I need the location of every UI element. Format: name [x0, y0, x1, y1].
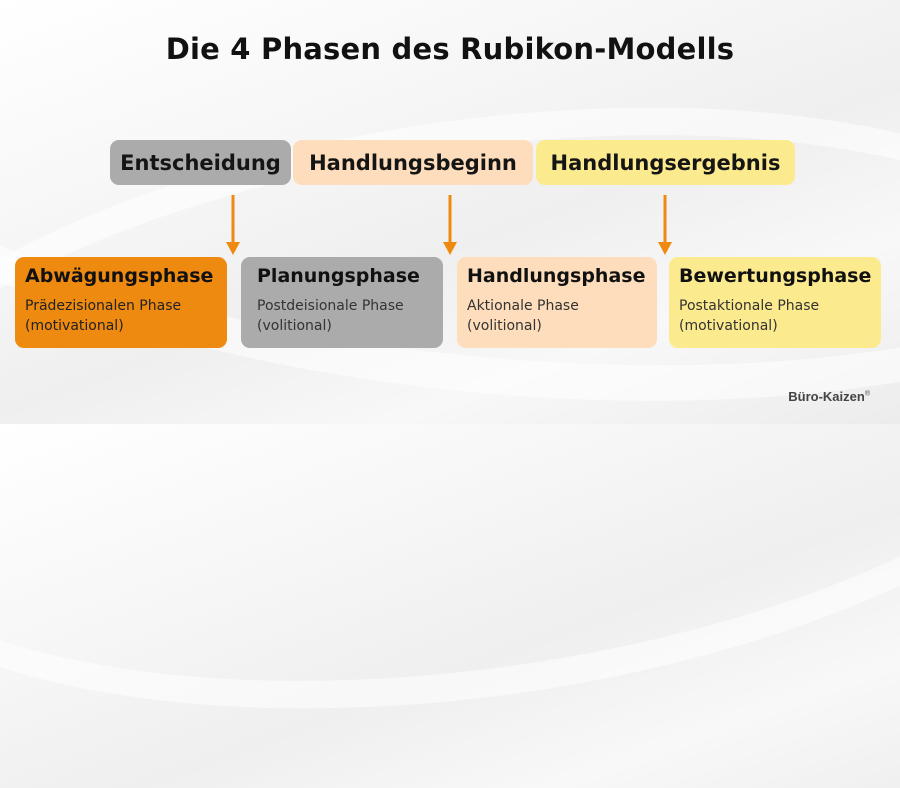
- phase-card-abwaegung: Abwägungsphase Prädezisionalen Phase (mo…: [15, 257, 227, 348]
- phase-name: Planungsphase: [257, 265, 420, 287]
- phase-type: (motivational): [25, 318, 124, 334]
- phase-card-handlung: Handlungsphase Aktionale Phase (volition…: [457, 257, 657, 348]
- phase-name: Handlungsphase: [467, 265, 646, 287]
- phase-name: Bewertungsphase: [679, 265, 872, 287]
- phase-description: Postaktionale Phase: [679, 298, 820, 314]
- phase-description: Prädezisionalen Phase: [25, 298, 182, 314]
- phase-type: (volitional): [257, 318, 332, 334]
- phase-card-bewertung: Bewertungsphase Postaktionale Phase (mot…: [669, 257, 881, 348]
- brand-logo: Büro-Kaizen®: [788, 389, 870, 404]
- transition-label: Handlungsergebnis: [550, 150, 781, 175]
- phase-type: (volitional): [467, 318, 542, 334]
- brand-name: Büro-Kaizen: [788, 389, 865, 404]
- down-arrow-icon: [443, 195, 457, 255]
- transition-entscheidung: Entscheidung: [110, 140, 291, 185]
- transition-label: Entscheidung: [120, 150, 281, 175]
- transition-handlungsbeginn: Handlungsbeginn: [293, 140, 533, 185]
- down-arrow-icon: [658, 195, 672, 255]
- phase-type: (motivational): [679, 318, 778, 334]
- phase-description: Aktionale Phase: [467, 298, 579, 314]
- down-arrow-icon: [226, 195, 240, 255]
- phase-card-planung: Planungsphase Postdeisionale Phase (voli…: [241, 257, 443, 348]
- transition-handlungsergebnis: Handlungsergebnis: [536, 140, 795, 185]
- transition-label: Handlungsbeginn: [309, 150, 517, 175]
- registered-mark: ®: [864, 390, 870, 398]
- phase-description: Postdeisionale Phase: [257, 298, 404, 314]
- phase-name: Abwägungsphase: [25, 265, 214, 287]
- diagram-title: Die 4 Phasen des Rubikon-Modells: [165, 32, 735, 66]
